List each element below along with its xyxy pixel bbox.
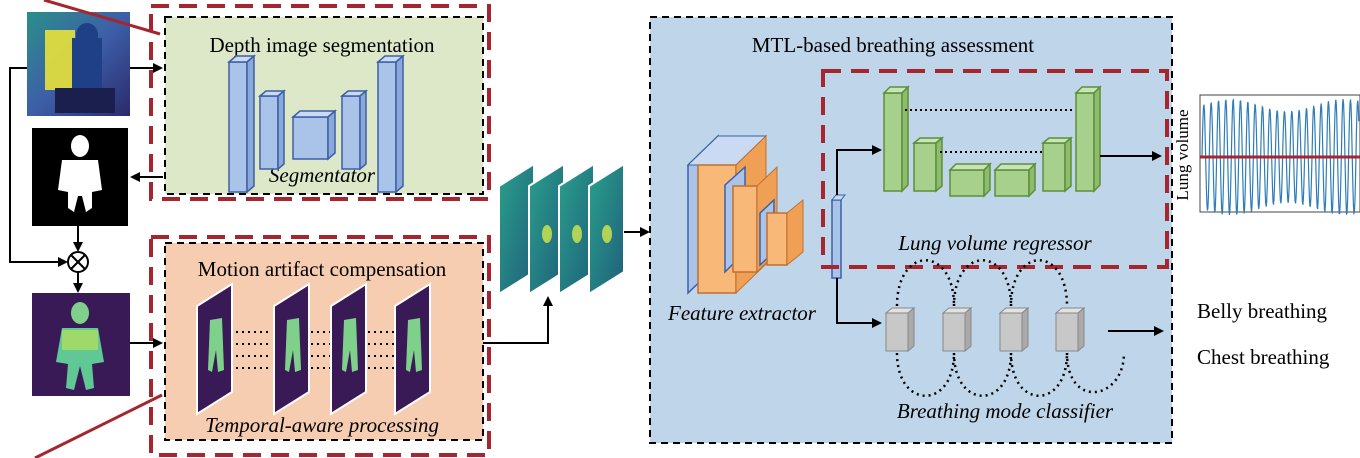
otimes-icon bbox=[67, 251, 89, 273]
motion-highlight bbox=[149, 235, 491, 457]
feature-extractor-network bbox=[686, 134, 804, 295]
segmentation-mask-image bbox=[32, 128, 128, 226]
segmentation-highlight bbox=[149, 4, 491, 201]
recurrent-links bbox=[895, 259, 1126, 397]
depth-input-image bbox=[27, 12, 130, 116]
feature-extractor-caption: Feature extractor bbox=[667, 301, 817, 325]
regressor-highlight bbox=[821, 69, 1169, 269]
classifier-caption: Breathing mode classifier bbox=[897, 399, 1114, 423]
zoom-line-bottom bbox=[34, 393, 163, 458]
segmentator-network bbox=[226, 54, 406, 194]
masked-depth-image bbox=[32, 293, 130, 396]
left-connectors bbox=[9, 63, 163, 348]
segmentation-title: Depth image segmentation bbox=[209, 33, 435, 57]
feature-maps-stack bbox=[498, 162, 625, 296]
recurrent-links-back bbox=[895, 259, 1069, 397]
skip-connections bbox=[905, 109, 1075, 153]
segmentation-panel bbox=[164, 16, 484, 195]
branch-connectors bbox=[836, 145, 882, 328]
lung-volume-axis-label: Lung volume bbox=[1173, 109, 1192, 200]
temporal-caption: Temporal-aware processing bbox=[205, 413, 439, 437]
lung-volume-regressor-network bbox=[882, 85, 1102, 198]
motion-title: Motion artifact compensation bbox=[198, 257, 447, 281]
regressor-caption: Lung volume regressor bbox=[897, 231, 1092, 255]
feature-map-connectors bbox=[483, 227, 650, 344]
zoom-line-top bbox=[43, 0, 161, 36]
belly-breathing-label: Belly breathing bbox=[1197, 299, 1328, 323]
temporal-frames bbox=[196, 282, 431, 416]
mtl-title: MTL-based breathing assessment bbox=[752, 33, 1034, 57]
chest-breathing-label: Chest breathing bbox=[1197, 345, 1330, 369]
lung-volume-plot bbox=[1199, 94, 1360, 216]
breathing-mode-classifier-network bbox=[884, 306, 1086, 353]
